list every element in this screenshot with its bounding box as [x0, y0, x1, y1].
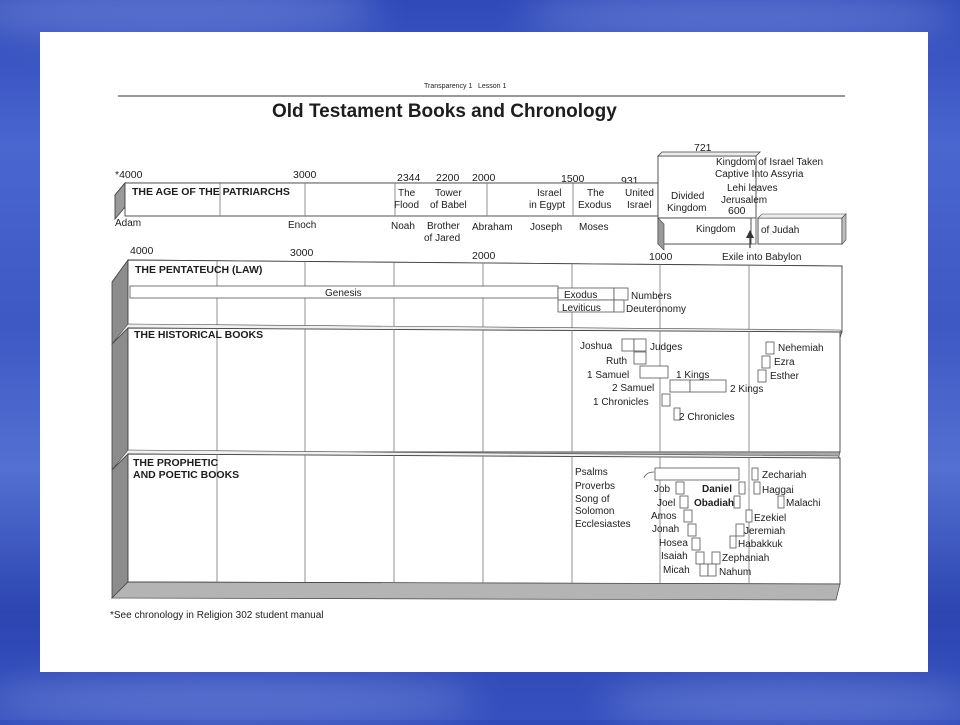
prophetic-section: [111, 449, 841, 601]
ezra-label: Ezra: [774, 357, 795, 368]
year-4000: 4000: [130, 245, 154, 257]
patriarchs-title: THE AGE OF THE PATRIARCHS: [132, 186, 290, 198]
year-2000-top: 2000: [472, 172, 496, 184]
ruth-label: Ruth: [606, 356, 627, 367]
year-2344: 2344: [397, 172, 421, 184]
esther-label: Esther: [770, 371, 800, 382]
joel-label: Joel: [657, 498, 675, 509]
habakkuk-label: Habakkuk: [738, 539, 783, 550]
nehemiah-label: Nehemiah: [778, 343, 824, 354]
divided-kingdom-block: [657, 151, 847, 251]
ezekiel-label: Ezekiel: [754, 513, 786, 524]
zechariah-label: Zechariah: [762, 470, 806, 481]
zephaniah-label: Zephaniah: [722, 553, 769, 564]
adam-label: Adam: [115, 218, 141, 229]
haggai-label: Haggai: [762, 485, 794, 496]
hosea-label: Hosea: [659, 538, 688, 549]
samuel2-label: 2 Samuel: [612, 383, 654, 394]
nahum-label: Nahum: [719, 567, 751, 578]
lesson-label: Lesson 1: [478, 83, 507, 90]
kingdom-label: Kingdom: [696, 224, 735, 235]
poetic-books-label: Psalms Proverbs Song of Solomon Ecclesia…: [575, 467, 631, 530]
historical-title: THE HISTORICAL BOOKS: [134, 329, 263, 341]
noah-label: Noah: [391, 221, 415, 232]
job-label: Job: [654, 484, 671, 495]
historical-section: [111, 323, 843, 472]
samuel1-label: 1 Samuel: [587, 370, 629, 381]
moses-label: Moses: [579, 222, 608, 233]
jonah-label: Jonah: [652, 524, 679, 535]
leviticus-label: Leviticus: [562, 303, 601, 314]
abraham-label: Abraham: [472, 222, 513, 233]
year-2000: 2000: [472, 250, 496, 262]
slide: Transparency 1 Lesson 1 Old Testament Bo…: [40, 32, 928, 672]
daniel-label: Daniel: [702, 484, 732, 495]
genesis-label: Genesis: [325, 288, 362, 299]
jeremiah-label: Jeremiah: [744, 526, 785, 537]
patriarchs-bar: [114, 181, 669, 221]
micah-label: Micah: [663, 565, 690, 576]
enoch-label: Enoch: [288, 220, 316, 231]
deuteronomy-label: Deuteronomy: [626, 304, 686, 315]
transparency-label: Transparency 1: [424, 83, 472, 90]
year-4000-top: *4000: [115, 169, 143, 181]
year-721: 721: [694, 142, 712, 154]
year-1500: 1500: [561, 173, 585, 185]
year-1000: 1000: [649, 251, 673, 263]
isaiah-label: Isaiah: [661, 551, 688, 562]
kings2-label: 2 Kings: [730, 384, 763, 395]
amos-label: Amos: [651, 511, 677, 522]
exodus-book-label: Exodus: [564, 290, 597, 301]
pentateuch-title: THE PENTATEUCH (LAW): [135, 264, 262, 276]
chronology-chart: Transparency 1 Lesson 1 Old Testament Bo…: [110, 83, 847, 621]
kings1-label: 1 Kings: [676, 370, 709, 381]
year-3000: 3000: [290, 247, 314, 259]
of-judah-label: of Judah: [761, 225, 799, 236]
judges-label: Judges: [650, 342, 682, 353]
chronicles1-label: 1 Chronicles: [593, 397, 649, 408]
background-swirl: [600, 680, 960, 725]
joshua-label: Joshua: [580, 341, 613, 352]
year-2200: 2200: [436, 172, 460, 184]
exile-label: Exile into Babylon: [722, 252, 802, 263]
obadiah-label: Obadiah: [694, 498, 734, 509]
page-title: Old Testament Books and Chronology: [272, 101, 617, 122]
year-3000-top: 3000: [293, 169, 317, 181]
footnote: *See chronology in Religion 302 student …: [110, 610, 323, 621]
year-600: 600: [728, 205, 746, 217]
chronicles2-label: 2 Chronicles: [679, 412, 735, 423]
numbers-label: Numbers: [631, 291, 672, 302]
background-swirl: [0, 675, 480, 725]
malachi-label: Malachi: [786, 498, 820, 509]
joseph-label: Joseph: [530, 222, 562, 233]
